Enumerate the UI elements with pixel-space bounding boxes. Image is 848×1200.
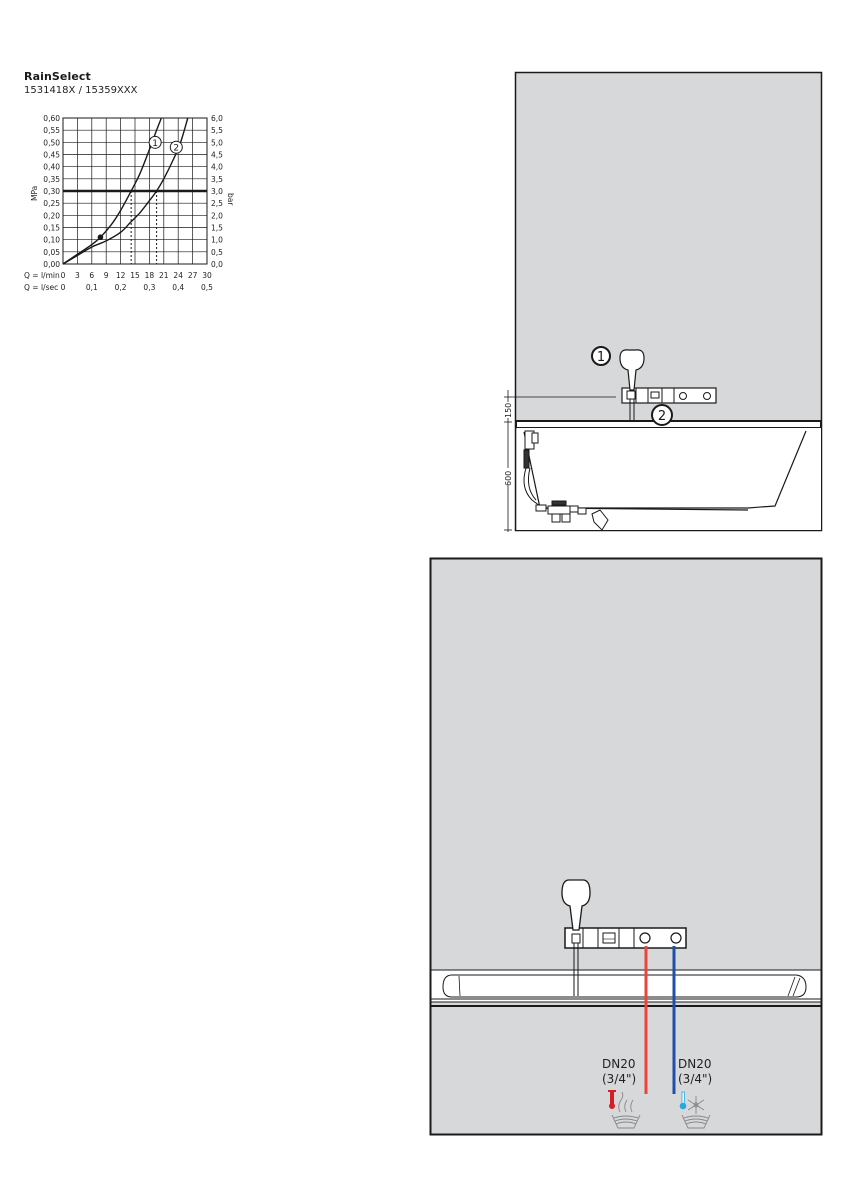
x-tick-label-secondary: 0 <box>61 283 66 292</box>
front-view-tub-basin <box>442 974 807 998</box>
front-view-knob-hot <box>639 932 651 944</box>
y-tick-label: 0,40 <box>43 163 60 172</box>
side-view-hand-shower <box>619 349 645 391</box>
dimension-150: 150 <box>504 403 513 418</box>
y-tick-label-secondary: 3,0 <box>211 187 223 196</box>
x-tick-label: 18 <box>145 271 155 280</box>
callout-1 <box>591 346 611 366</box>
side-view-bathtub <box>523 430 807 509</box>
y-tick-label: 0,55 <box>43 126 60 135</box>
y-tick-label: 0,45 <box>43 151 60 160</box>
y-tick-label-secondary: 4,5 <box>211 151 223 160</box>
x-tick-label: 15 <box>130 271 140 280</box>
svg-text:1: 1 <box>597 350 605 365</box>
snowflake-icon <box>687 1096 705 1114</box>
side-view-thermostat-bar <box>621 387 717 404</box>
series-label-circle <box>169 140 183 154</box>
hot-supply-thread: (3/4") <box>602 1072 637 1086</box>
y-tick-label: 0,05 <box>43 248 60 257</box>
side-view-knob-2 <box>703 392 711 400</box>
front-view-knob-cold <box>670 932 682 944</box>
y-tick-label-secondary: 5,5 <box>211 126 223 135</box>
x-tick-label: 24 <box>173 271 183 280</box>
x-tick-label: 9 <box>104 271 109 280</box>
cold-supply-thread: (3/4") <box>678 1072 713 1086</box>
y-tick-label-secondary: 5,0 <box>211 138 223 147</box>
y-tick-label: 0,20 <box>43 211 60 220</box>
y-tick-label: 0,60 <box>43 114 60 123</box>
front-view-thermostat-bar <box>564 927 687 949</box>
y-tick-label-secondary: 3,5 <box>211 175 223 184</box>
hot-supply-label: DN20 (3/4") <box>602 1057 636 1087</box>
series-label-circle <box>148 135 162 149</box>
hot-supply-size: DN20 <box>602 1057 636 1071</box>
x-tick-label-secondary: 0,4 <box>172 283 184 292</box>
front-view-hand-shower <box>561 879 591 931</box>
y-tick-label: 0,50 <box>43 138 60 147</box>
hot-water-basin-icon <box>611 1091 641 1129</box>
cold-water-basin-icon <box>681 1114 711 1129</box>
waste-overflow-set <box>523 430 609 531</box>
x-tick-label-secondary: 0,2 <box>115 283 127 292</box>
thermometer-cold-icon <box>679 1091 687 1110</box>
dimension-600: 600 <box>504 471 513 486</box>
callout-2 <box>651 404 673 426</box>
y-axis-label-secondary: bar <box>226 193 235 206</box>
series-label: 1 <box>152 139 158 149</box>
side-view-knob-1 <box>679 392 687 400</box>
y-tick-label-secondary: 0,5 <box>211 248 223 257</box>
cold-supply-size: DN20 <box>678 1057 712 1071</box>
y-tick-label: 0,35 <box>43 175 60 184</box>
series-curve-2 <box>62 117 189 265</box>
x-tick-label: 27 <box>188 271 198 280</box>
y-tick-label-secondary: 2,0 <box>211 211 223 220</box>
y-tick-label: 0,00 <box>43 260 60 269</box>
y-tick-label: 0,25 <box>43 199 60 208</box>
y-tick-label: 0,15 <box>43 224 60 233</box>
x-tick-label: 12 <box>116 271 126 280</box>
y-tick-label-secondary: 1,5 <box>211 224 223 233</box>
product-title: RainSelect <box>24 70 91 83</box>
x-tick-label: 21 <box>159 271 169 280</box>
thermometer-hot-icon <box>608 1090 616 1109</box>
y-tick-label-secondary: 1,0 <box>211 236 223 245</box>
product-article-numbers: 1531418X / 15359XXX <box>24 85 138 96</box>
x-tick-label-secondary: 0,5 <box>201 283 213 292</box>
y-tick-label-secondary: 4,0 <box>211 163 223 172</box>
operating-point-marker <box>97 234 104 241</box>
x-axis-label: Q = l/min <box>24 271 60 280</box>
cold-supply-label: DN20 (3/4") <box>678 1057 712 1087</box>
svg-text:2: 2 <box>658 409 666 424</box>
x-tick-label: 30 <box>202 271 212 280</box>
x-tick-label: 6 <box>89 271 94 280</box>
series-label: 2 <box>173 144 179 154</box>
front-view-wall <box>429 557 823 1136</box>
y-axis-label: MPa <box>30 186 39 201</box>
y-tick-label: 0,10 <box>43 236 60 245</box>
x-tick-label: 3 <box>75 271 80 280</box>
y-tick-label-secondary: 0,0 <box>211 260 223 269</box>
y-tick-label-secondary: 6,0 <box>211 114 223 123</box>
x-axis-label-secondary: Q = l/sec <box>24 283 58 292</box>
front-view-installation-drawing <box>429 557 823 1136</box>
y-tick-label: 0,30 <box>43 187 60 196</box>
y-tick-label-secondary: 2,5 <box>211 199 223 208</box>
x-tick-label: 0 <box>61 271 66 280</box>
x-tick-label-secondary: 0,1 <box>86 283 98 292</box>
x-tick-label-secondary: 0,3 <box>143 283 155 292</box>
